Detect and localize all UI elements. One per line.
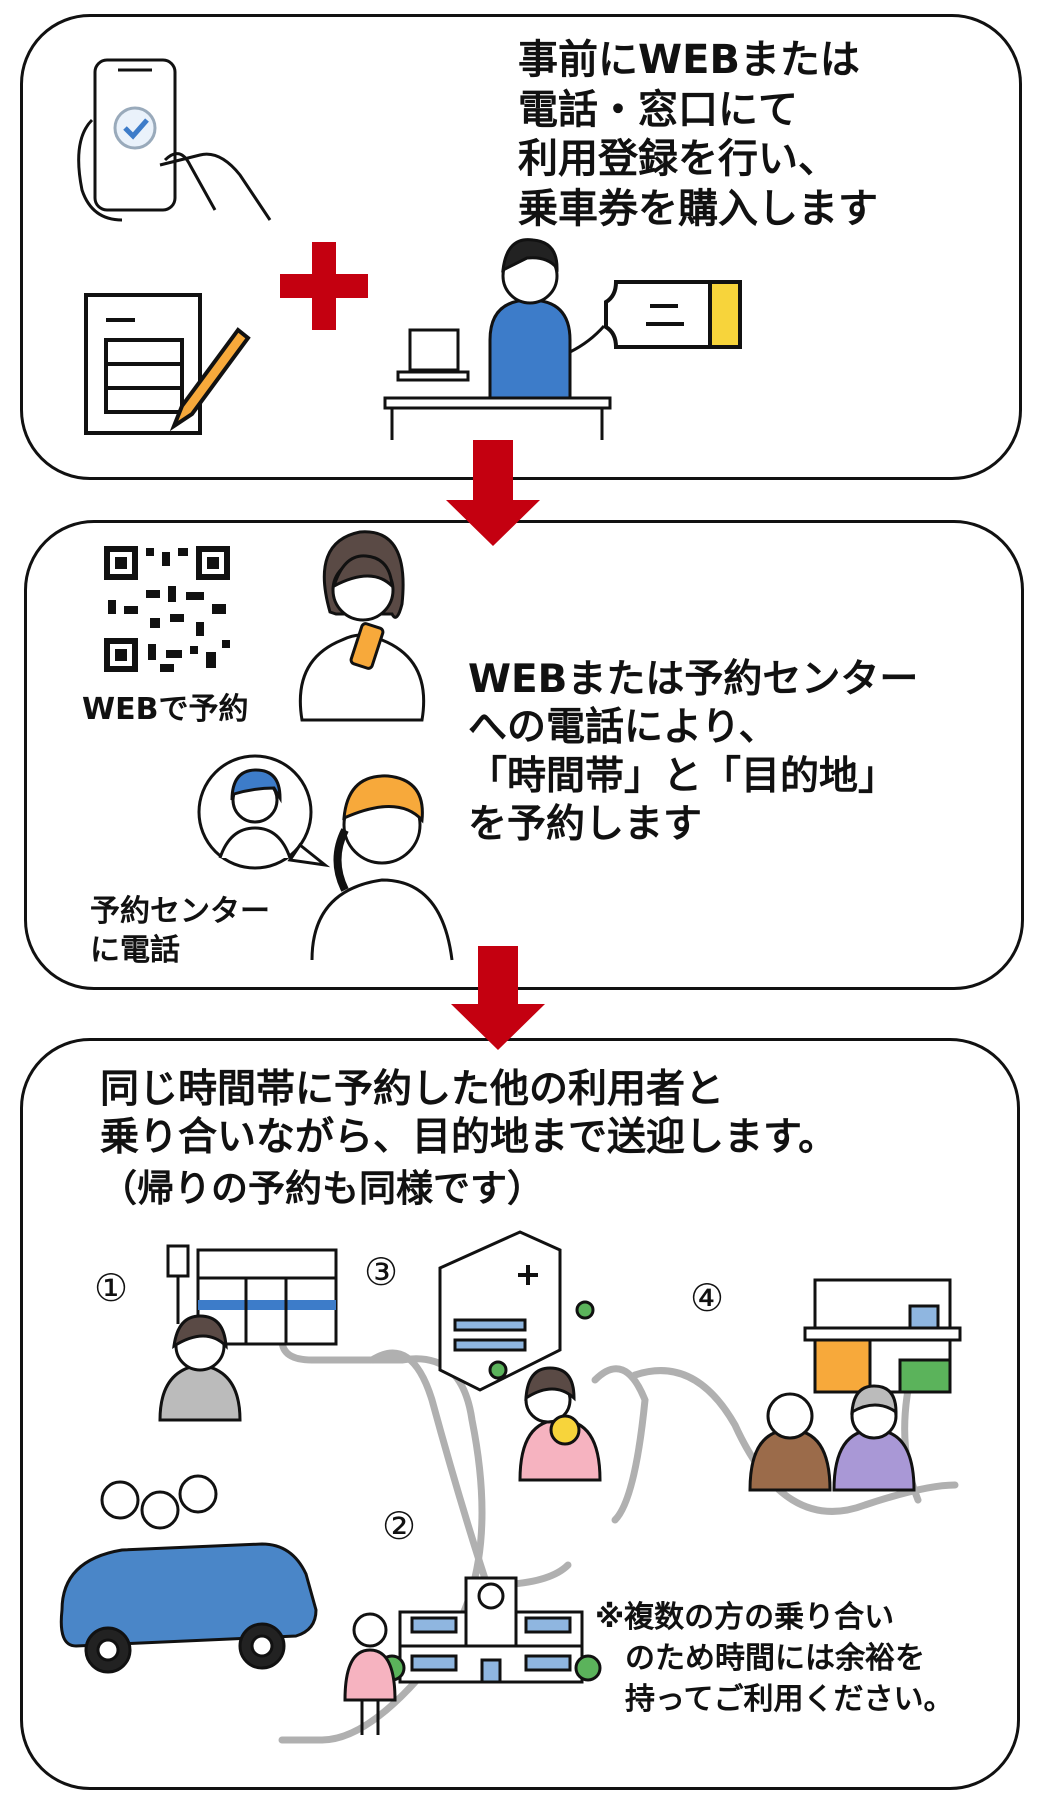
note-text: ※複数の方の乗り合い のため時間には余裕を 持ってご利用ください。 (595, 1600, 954, 1717)
hospital-icon (438, 1230, 595, 1392)
step3-heading: 同じ時間帯に予約した他の利用者と 乗り合いながら、目的地まで送迎します。 (100, 1067, 838, 1161)
stop-number-4: ④ (690, 1276, 725, 1320)
car-family-icon (59, 1474, 318, 1674)
schoolgirl-icon (343, 1612, 397, 1735)
woman-smartphone-icon (298, 530, 426, 722)
form-pen-icon (84, 293, 251, 435)
step3-subtext: （帰りの予約も同様です） (100, 1167, 544, 1210)
arrow-down-icon-2 (451, 946, 545, 1050)
call-center-label: 予約センター に電話 (90, 894, 270, 968)
ticket-icon (604, 280, 742, 349)
mother-baby-icon (518, 1366, 602, 1482)
web-reservation-label: WEBで予約 (82, 692, 249, 727)
school-icon (378, 1576, 602, 1684)
step2-text: WEBまたは予約センター への電話により、 「時間帯」と「目的地」 を予約します (468, 657, 919, 848)
step1-text: 事前にWEBまたは 電話・窓口にて 利用登録を行い、 乗車券を購入します (518, 37, 878, 232)
stop-number-3: ③ (364, 1250, 399, 1294)
man-phone-icon (310, 774, 454, 961)
shop-icon (803, 1278, 962, 1394)
arrow-down-icon-1 (446, 440, 540, 546)
counter-staff-icon (383, 238, 612, 440)
operator-bubble-icon (197, 754, 331, 870)
smartphone-icon (77, 58, 272, 222)
plus-icon (280, 242, 368, 330)
businesswoman-icon (158, 1314, 242, 1422)
convenience-store-icon (166, 1244, 338, 1346)
stop-number-1: ① (94, 1266, 129, 1310)
qr-code-icon (104, 546, 230, 672)
stop-number-2: ② (382, 1504, 417, 1548)
elderly-couple-icon (748, 1384, 916, 1492)
